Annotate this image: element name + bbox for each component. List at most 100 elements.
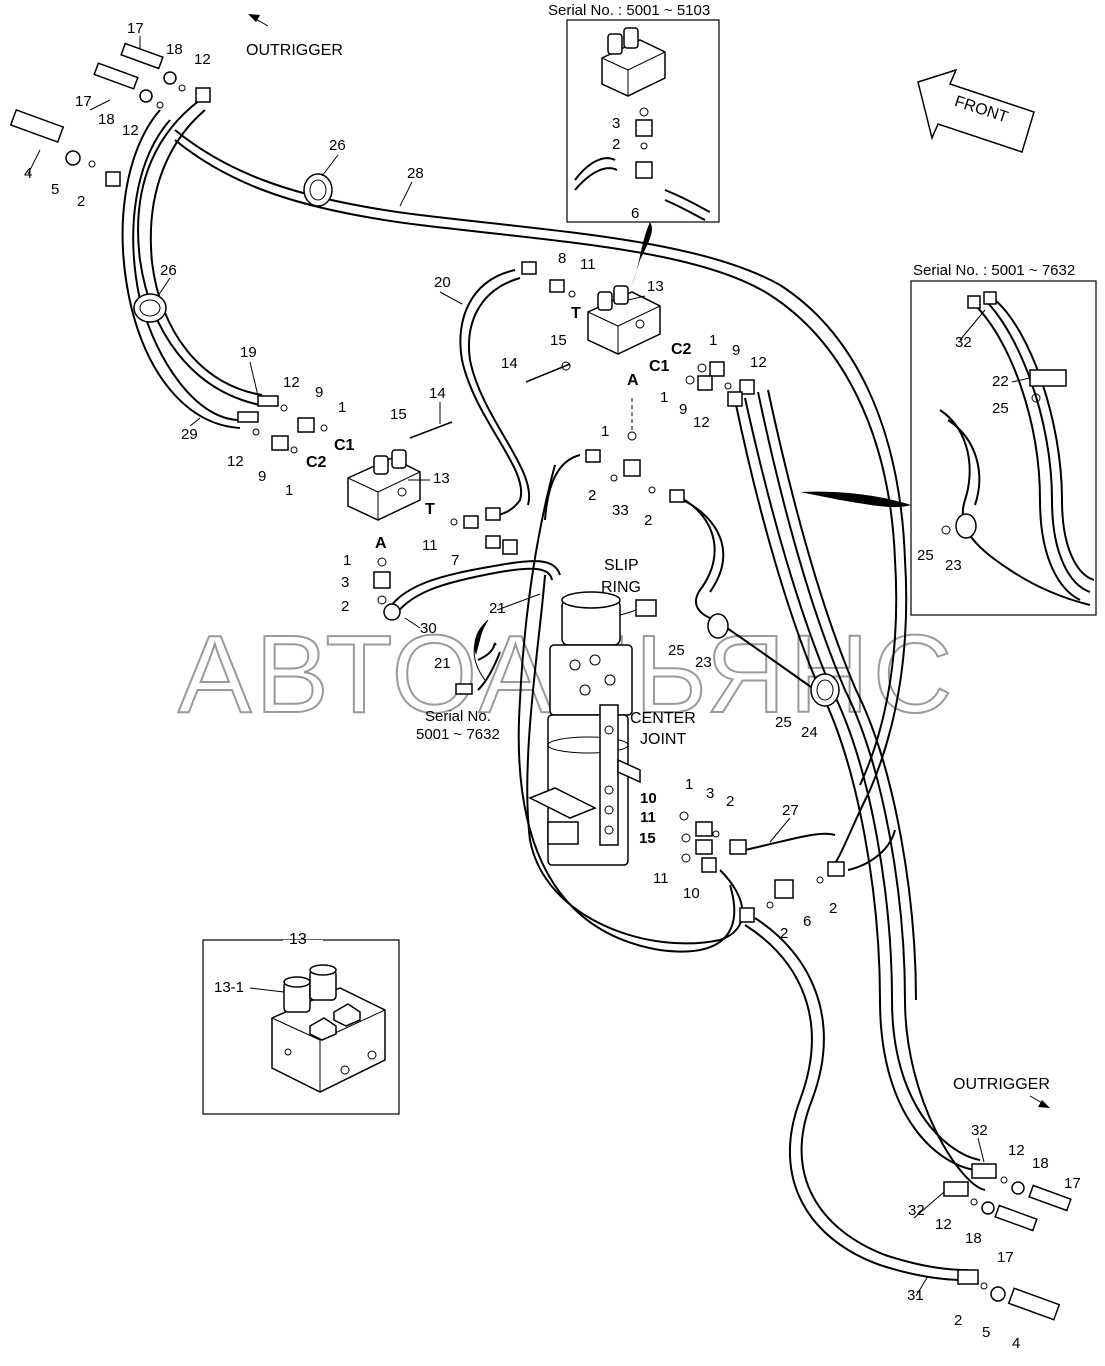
clamp-26-top bbox=[303, 173, 333, 207]
callout-1: 1 bbox=[685, 776, 693, 793]
serial-7632-left-line1: Serial No. bbox=[425, 708, 491, 725]
callout-2: 2 bbox=[780, 925, 788, 942]
callout-1: 1 bbox=[343, 552, 351, 569]
callout-12: 12 bbox=[935, 1216, 952, 1233]
callout-9: 9 bbox=[679, 401, 687, 418]
callout-31: 31 bbox=[907, 1287, 924, 1304]
callout-1: 1 bbox=[601, 423, 609, 440]
detail-13-1-label: 13-1 bbox=[214, 979, 244, 996]
callout-17: 17 bbox=[997, 1249, 1014, 1266]
callout-26: 26 bbox=[160, 262, 177, 279]
slip-ring-line2: RING bbox=[601, 579, 641, 596]
callout-11: 11 bbox=[580, 256, 596, 273]
left-valve-13 bbox=[237, 395, 518, 621]
front-arrow-icon bbox=[917, 68, 1035, 153]
detail-13-title: 13 bbox=[289, 931, 307, 948]
callout-17: 17 bbox=[127, 20, 144, 37]
inset-pointer-5103 bbox=[632, 222, 652, 285]
port-c2-center: C2 bbox=[671, 341, 692, 358]
outrigger-label-bottom: OUTRIGGER bbox=[953, 1076, 1050, 1093]
callout-1: 1 bbox=[709, 332, 717, 349]
inset-pointer-21 bbox=[474, 620, 488, 655]
callout-9: 9 bbox=[732, 342, 740, 359]
fittings-bottom-right bbox=[943, 1163, 1072, 1321]
callout-6: 6 bbox=[631, 205, 639, 222]
callout-17: 17 bbox=[75, 93, 92, 110]
callout-1: 1 bbox=[338, 399, 346, 416]
callout-21: 21 bbox=[434, 655, 451, 672]
callout-15: 15 bbox=[550, 332, 567, 349]
text-labels: OUTRIGGER OUTRIGGER FRONT Serial No. : 5… bbox=[24, 2, 1081, 1352]
callout-25: 25 bbox=[668, 642, 685, 659]
inset-detail-13 bbox=[202, 939, 400, 1115]
callout-29: 29 bbox=[181, 426, 198, 443]
callout-5: 5 bbox=[982, 1324, 990, 1341]
center-joint-line1: CENTER bbox=[630, 710, 696, 727]
callout-5: 5 bbox=[51, 181, 59, 198]
inset-pointer-7632 bbox=[800, 491, 911, 508]
callout-24: 24 bbox=[801, 724, 818, 741]
callout-14: 14 bbox=[501, 355, 518, 372]
clamp-26-left bbox=[133, 293, 167, 323]
center-joint bbox=[528, 591, 845, 923]
center-joint-line2: JOINT bbox=[640, 731, 686, 748]
callout-7: 7 bbox=[451, 552, 459, 569]
callout-25: 25 bbox=[917, 547, 934, 564]
callout-2: 2 bbox=[612, 136, 620, 153]
callout-12: 12 bbox=[750, 354, 767, 371]
callout-8: 8 bbox=[558, 250, 566, 267]
callout-23: 23 bbox=[695, 654, 712, 671]
callout-13: 13 bbox=[433, 470, 450, 487]
callout-23: 23 bbox=[945, 557, 962, 574]
outrigger-arrow-bottom bbox=[1029, 1095, 1050, 1108]
outrigger-arrow-top bbox=[248, 14, 269, 27]
port-t-left: T bbox=[425, 501, 435, 518]
callout-2: 2 bbox=[644, 512, 652, 529]
callout-15: 15 bbox=[639, 830, 656, 847]
callout-6: 6 bbox=[803, 913, 811, 930]
callout-14: 14 bbox=[429, 385, 446, 402]
callout-22: 22 bbox=[992, 373, 1009, 390]
callout-26: 26 bbox=[329, 137, 346, 154]
callout-3: 3 bbox=[706, 785, 714, 802]
callout-12: 12 bbox=[283, 374, 300, 391]
callout-9: 9 bbox=[258, 468, 266, 485]
callout-18: 18 bbox=[166, 41, 183, 58]
callout-32: 32 bbox=[971, 1122, 988, 1139]
clamp-23 bbox=[707, 613, 729, 639]
callout-3: 3 bbox=[341, 574, 349, 591]
callout-18: 18 bbox=[98, 111, 115, 128]
callout-4: 4 bbox=[1012, 1335, 1020, 1352]
callout-11: 11 bbox=[653, 870, 669, 887]
callout-27: 27 bbox=[782, 802, 799, 819]
callout-12: 12 bbox=[194, 51, 211, 68]
callout-2: 2 bbox=[726, 793, 734, 810]
callout-1: 1 bbox=[285, 482, 293, 499]
callout-13: 13 bbox=[647, 278, 664, 295]
port-a-center: A bbox=[627, 372, 639, 389]
outrigger-label-top: OUTRIGGER bbox=[246, 42, 343, 59]
slip-ring-line1: SLIP bbox=[604, 557, 639, 574]
callout-10: 10 bbox=[640, 790, 657, 807]
port-c1-center: C1 bbox=[649, 358, 670, 375]
inset-serial-5103 bbox=[566, 19, 720, 223]
callout-25: 25 bbox=[992, 400, 1009, 417]
callout-19: 19 bbox=[240, 344, 257, 361]
callout-21: 21 bbox=[489, 600, 506, 617]
callout-12: 12 bbox=[122, 122, 139, 139]
callout-20: 20 bbox=[434, 274, 451, 291]
port-c1-left: C1 bbox=[334, 437, 355, 454]
callout-12: 12 bbox=[693, 414, 710, 431]
port-t-center: T bbox=[571, 305, 581, 322]
callout-3: 3 bbox=[612, 115, 620, 132]
callout-25: 25 bbox=[775, 714, 792, 731]
callout-15: 15 bbox=[390, 406, 407, 423]
inset-serial-7632 bbox=[910, 280, 1097, 616]
callout-33: 33 bbox=[612, 502, 629, 519]
leader-lines bbox=[27, 36, 1031, 1297]
serial-5103-label: Serial No. : 5001 ~ 5103 bbox=[548, 2, 710, 19]
port-c2-left: C2 bbox=[306, 454, 327, 471]
callout-1: 1 bbox=[660, 389, 668, 406]
callout-18: 18 bbox=[1032, 1155, 1049, 1172]
callout-2: 2 bbox=[954, 1312, 962, 1329]
